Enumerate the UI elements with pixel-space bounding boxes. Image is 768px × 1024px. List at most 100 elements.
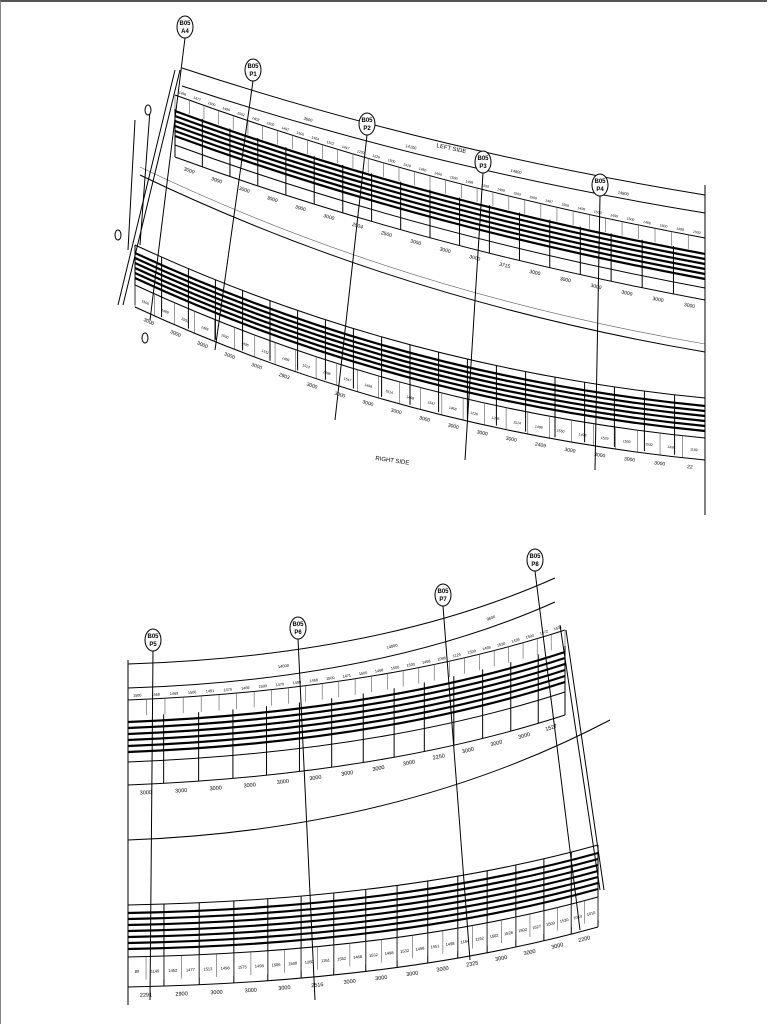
panel-width-label: 1226 bbox=[372, 154, 381, 160]
grid-bubble-p2-label: P2 bbox=[363, 126, 371, 132]
dimension-label: 3000 bbox=[142, 317, 155, 327]
dimension-label: 3000 bbox=[590, 283, 602, 291]
panel-width-label: 1551 bbox=[430, 943, 440, 949]
panel-width-label: 1205 bbox=[491, 416, 500, 422]
panel-width-label: 1527 bbox=[532, 923, 543, 930]
dimension-label: 2903 bbox=[278, 372, 291, 381]
beam-line bbox=[134, 262, 706, 418]
outer-arc bbox=[127, 577, 556, 665]
dimension-label: 3000 bbox=[390, 408, 403, 417]
panel-width-label: 1502 bbox=[237, 111, 246, 117]
dimension-label: 2900 bbox=[175, 991, 187, 997]
panel-width-label: 1500 bbox=[288, 960, 298, 966]
panel-width-label: 1500 bbox=[406, 662, 415, 668]
beam-line bbox=[134, 252, 706, 408]
panel-width-label: 1500 bbox=[529, 195, 538, 201]
panel-width-label: 1532 bbox=[400, 948, 410, 954]
grid-bubble-p3-gridline bbox=[464, 172, 484, 461]
dimension-label: 3000 bbox=[223, 351, 236, 361]
dimension-label: 3000 bbox=[594, 452, 606, 460]
dimension-label: 3000 bbox=[518, 732, 531, 741]
grid-bubble-p7-gridline bbox=[442, 605, 471, 961]
dimension-label: 3000 bbox=[439, 246, 451, 255]
panel-width-label: 1261 bbox=[321, 957, 331, 963]
dimension-line bbox=[174, 156, 706, 301]
grid-bubble-p6-label: B05 bbox=[292, 622, 304, 628]
dimension-label: 22 bbox=[687, 464, 693, 471]
dimension-label: 3000 bbox=[654, 460, 666, 467]
panel-width-label: 1468 bbox=[422, 659, 431, 665]
dimension-label: 3000 bbox=[362, 399, 375, 408]
grid-bubble-p4-label: B05 bbox=[594, 179, 606, 185]
panel-width-label: 1468 bbox=[309, 678, 318, 683]
panel-width-label: 1500 bbox=[391, 665, 400, 670]
panel-width-label: 1164 bbox=[460, 938, 470, 945]
outer-arc bbox=[181, 67, 706, 196]
panel-width-label: 1472 bbox=[539, 629, 548, 635]
panel-width-label: 1498 bbox=[384, 950, 394, 956]
arc-dimension: 9600 bbox=[486, 614, 497, 622]
dimension-label: 3000 bbox=[461, 747, 474, 756]
panel-width-label: 1500 bbox=[326, 676, 335, 681]
panel-width-label: 1466 bbox=[643, 220, 651, 225]
panel-width-label: 1500 bbox=[546, 920, 557, 927]
panel-width-label: 1500 bbox=[359, 671, 368, 676]
dimension-label: 3000 bbox=[490, 739, 503, 748]
panel-width-label: 1498 bbox=[445, 941, 455, 948]
center-arc bbox=[139, 174, 706, 353]
beam-line bbox=[127, 851, 599, 915]
panel-width-label: 89 bbox=[135, 969, 140, 974]
dimension-label: 3000 bbox=[409, 238, 422, 247]
grid-bubble-p3-label: P3 bbox=[479, 164, 487, 170]
arc-dimension: 3600 bbox=[303, 116, 314, 123]
dimension-label: 3000 bbox=[169, 329, 182, 339]
dimension-label: 3000 bbox=[621, 290, 633, 298]
panel-width-label: 1511 bbox=[261, 349, 269, 355]
panel-width-label: 1476 bbox=[223, 688, 232, 693]
panel-width-label: 1529 bbox=[600, 436, 608, 441]
panel-width-label: 1499 bbox=[610, 213, 618, 219]
panel-width-label: 1498 bbox=[667, 445, 675, 450]
grid-bubble-p8-gridline bbox=[534, 570, 581, 931]
dimension-label: 3000 bbox=[403, 759, 416, 767]
arc-dimension: 14100 bbox=[405, 143, 418, 151]
dimension-label: 3000 bbox=[469, 254, 481, 263]
beam-edge bbox=[134, 244, 706, 399]
dimension-label: 3000 bbox=[476, 429, 488, 437]
beam-edge bbox=[174, 144, 706, 289]
panel-edge bbox=[127, 629, 566, 701]
panel-width-label: 1513 bbox=[302, 363, 311, 369]
panel-width-label: 1500 bbox=[467, 649, 476, 655]
panel-width-label: 1506 bbox=[271, 962, 281, 968]
dimension-label: 3000 bbox=[183, 166, 196, 175]
panel-width-label: 1499 bbox=[497, 187, 506, 193]
right-side-label: RIGHT SIDE bbox=[375, 456, 410, 467]
left-side-label: LEFT SIDE bbox=[436, 143, 467, 155]
panel-width-label: 1477 bbox=[193, 96, 202, 102]
panel-width-label: 1547 bbox=[427, 400, 436, 406]
panel-width-label: 1010 bbox=[586, 910, 597, 917]
beam-line bbox=[127, 869, 599, 933]
grid-bubble-p7-label: P7 bbox=[439, 597, 447, 603]
panel-width-label: 1532 bbox=[645, 442, 653, 447]
panel-width-label: 1503 bbox=[513, 191, 522, 197]
panel-width-label: 1499 bbox=[161, 308, 170, 315]
dimension-label: 3000 bbox=[683, 302, 695, 310]
panel-width-label: 1491 bbox=[206, 689, 215, 694]
beam-line bbox=[127, 857, 599, 921]
dimension-label: 3000 bbox=[343, 979, 356, 986]
dimension-label: 3000 bbox=[309, 775, 322, 783]
panel-width-label: 1499 bbox=[281, 356, 290, 362]
panel-width-label: 1496 bbox=[241, 341, 250, 348]
dimension-label: 3000 bbox=[375, 975, 388, 983]
dimension-line bbox=[127, 926, 599, 988]
dimension-label: 2325 bbox=[466, 960, 479, 968]
dimension-label: 3000 bbox=[406, 970, 419, 978]
beam-line bbox=[127, 863, 599, 927]
panel-width-label: 1469 bbox=[170, 691, 179, 696]
panel-width-label: 1497 bbox=[281, 126, 290, 132]
dimension-label: 3000 bbox=[278, 985, 291, 992]
panel-width-label: 1162 bbox=[475, 935, 485, 942]
dimension-label: 3000 bbox=[294, 204, 307, 213]
beam-line bbox=[127, 875, 599, 939]
